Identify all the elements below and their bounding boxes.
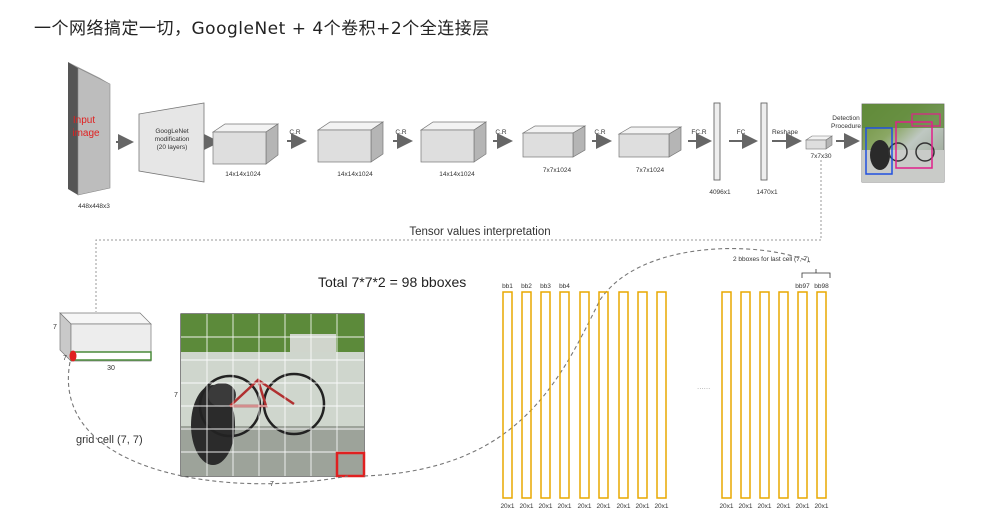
conv-block-2 [316,121,385,163]
bar-size-label: 20x1 [616,503,630,510]
conv-block-4 [521,125,587,158]
reshape-label: Reshape [772,129,798,136]
fc2-label: FC [737,129,746,136]
bbox-label: bb1 [502,283,513,290]
bbox-vector-bar [721,291,732,499]
fc2-size: 1470x1 [756,189,778,196]
detection-line1: Detection [832,115,860,122]
block-size-2: 14x14x1024 [337,171,373,178]
bbox-vectors: 20x1 20x1 20x1 20x1 20x1 20x1 20x1 20x1 20x1 20x1… [500,283,829,510]
interpretation-heading: Tensor values interpretation [409,226,550,238]
bbox-vector-bar [656,291,667,499]
total-bboxes-label: Total 7*7*2 = 98 bboxes [318,274,466,290]
fc1-vector [713,102,721,181]
bar-size-label: 20x1 [519,503,533,510]
bbox-vector-bar [559,291,570,499]
bar-size-label: 20x1 [538,503,552,510]
bbox-vector-bar [502,291,513,499]
bbox-vector-bar [637,291,648,499]
bar-size-label: 20x1 [557,503,571,510]
bar-size-label: 20x1 [795,503,809,510]
bbox-label: bb3 [540,283,551,290]
detection-line2: Procedure [831,123,861,130]
conv-block-3 [419,121,488,163]
bar-size-label: 20x1 [654,503,668,510]
input-label-line1: Input [73,115,95,126]
grid-cell-label: grid cell (7, 7) [76,434,143,446]
dashed-curve-left [67,361,349,485]
tensor-dim-depth: 30 [107,365,115,372]
reshape-block [805,135,833,150]
cr-label-3: C.R [495,129,507,136]
grid-dim-bottom: 7 [270,481,274,488]
bar-size-label: 20x1 [577,503,591,510]
dashed-connector [95,160,822,312]
cr-label-2: C.R [395,129,407,136]
googlenet-line3: (20 layers) [157,144,188,151]
bbox-vector-bar [816,291,827,499]
bar-size-label: 20x1 [596,503,610,510]
output-tensor-block [59,312,152,362]
tensor-dim-top: 7 [53,324,57,331]
bbox-ellipsis: ...... [697,382,710,391]
block-size-4: 7x7x1024 [543,167,572,174]
googlenet-line1: GoogLeNet [155,128,188,135]
bar-size-label: 20x1 [500,503,514,510]
block-size-3: 14x14x1024 [439,171,475,178]
block-size-1: 14x14x1024 [225,171,261,178]
cr-label-1: C.R [289,129,301,136]
bbox-vector-bar [778,291,789,499]
bbox-vector-bar [797,291,808,499]
bbox-vector-bar [759,291,770,499]
input-label-line2: image [72,128,100,139]
bbox-label: bb2 [521,283,532,290]
fc2-vector [760,102,768,181]
bbox-vector-bar [618,291,629,499]
input-size-label: 448x448x3 [78,203,110,210]
bar-size-label: 20x1 [738,503,752,510]
highlighted-grid-cell [335,451,366,478]
bbox-vector-bar [598,291,609,499]
bbox-label: bb98 [814,283,829,290]
cr-label-4: C.R [594,129,606,136]
googlenet-line2: modification [155,136,190,143]
bbox-label: bb4 [559,283,570,290]
detection-result-image [861,103,945,183]
bbox-label: bb97 [795,283,810,290]
dashed-curve-right [363,247,811,477]
bar-size-label: 20x1 [635,503,649,510]
conv-block-5 [617,126,683,158]
page-title: 一个网络搞定一切，GoogleNet + 4个卷积+2个全连接层 [34,19,490,39]
grid-image [180,313,366,478]
bbox-vector-bar [540,291,551,499]
bar-size-label: 20x1 [757,503,771,510]
tensor-dim-side: 7 [63,355,67,362]
bbox-vector-bar [579,291,590,499]
block-size-5: 7x7x1024 [636,167,665,174]
bar-size-label: 20x1 [776,503,790,510]
grid-dim-side: 7 [174,392,178,399]
last-cell-note: 2 bboxes for last cell (7, 7) [733,256,809,263]
fc1-size: 4096x1 [709,189,731,196]
bb97-bb98-bracket [801,269,831,278]
bar-size-label: 20x1 [719,503,733,510]
googlenet-block: GoogLeNet modification (20 layers) [138,102,205,183]
reshape-size: 7x7x30 [811,153,832,160]
bbox-vector-bar [521,291,532,499]
bar-size-label: 20x1 [814,503,828,510]
conv-block-1 [211,123,280,165]
input-image-block: Input image [68,62,111,196]
fc1-label: FC.R [691,129,706,136]
bbox-vector-bar [740,291,751,499]
